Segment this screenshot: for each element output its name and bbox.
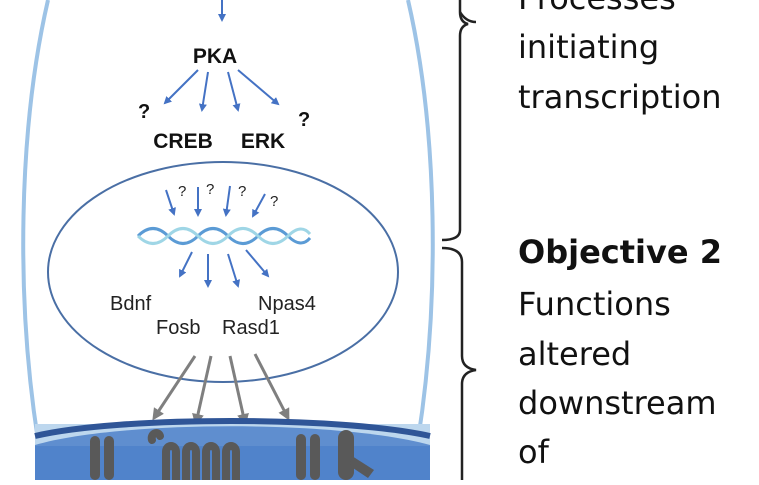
pka-arrow [237,69,280,106]
unknown-mark: ? [206,181,214,198]
receptor-left [90,436,114,480]
gene-fosb: Fosb [156,317,200,339]
receptor-middle [296,434,320,480]
objective2-line: Functions [518,285,671,323]
channel-right [338,430,374,480]
nucleus [47,161,399,383]
gpcr-receptor [147,429,240,484]
gene-rasd1: Rasd1 [222,317,280,339]
downstream-arrow [253,353,290,421]
unknown-mark: ? [138,101,150,123]
objective2-line: of [518,433,549,471]
gene-npas4: Npas4 [258,293,316,315]
erk-label: ERK [241,130,285,153]
gene-arrow [179,251,193,278]
pka-arrow [227,71,241,112]
objective2-line: altered [518,335,632,373]
objective1-line: transcription [518,78,722,116]
objective1-line: Processes [518,0,676,19]
gene-arrow [227,253,241,288]
cell-right-outline [406,0,435,441]
dna-helix [136,227,312,245]
cell-left-outline [21,0,50,441]
creb-label: CREB [153,130,213,153]
unknown-mark: ? [298,109,310,131]
bracket-objective-2 [441,246,477,480]
downstream-arrow [152,355,197,421]
objective2-line: downstream [518,384,717,422]
unknown-mark: ? [270,193,278,210]
pka-arrow [198,71,209,112]
bracket-objective-1-cap [458,11,477,24]
objective1-line: initiating [518,28,660,66]
unknown-mark: ? [178,183,186,200]
nuclear-arrow [252,193,266,218]
objective2-title: Objective 2 [518,233,722,271]
gene-bdnf: Bdnf [110,293,152,315]
nuclear-arrow [165,189,176,216]
nuclear-arrow [222,185,231,217]
unknown-mark: ? [238,183,246,200]
gene-arrow [245,249,270,278]
downstream-arrow [228,355,249,426]
pka-label: PKA [193,45,237,68]
pka-arrow [163,69,199,105]
bracket-objective-1 [441,0,469,242]
downstream-arrow [192,355,213,426]
